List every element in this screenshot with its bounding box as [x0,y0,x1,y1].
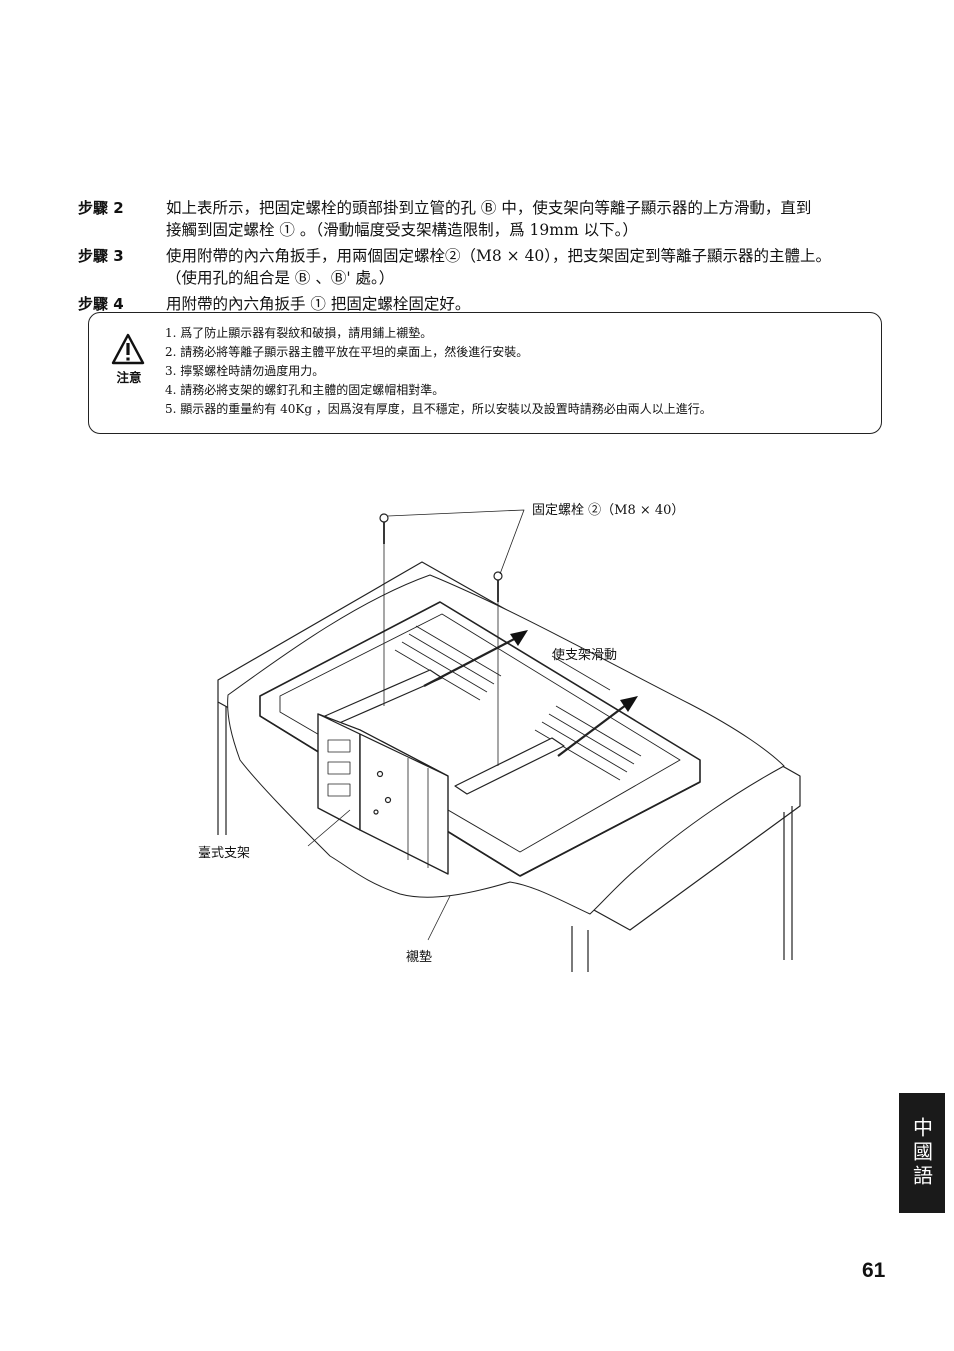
stand-callout: 臺式支架 [198,846,251,861]
slide-callout: 使支架滑動 [552,648,618,663]
step-2: 步驟 2 如上表所示，把固定螺栓的頭部掛到立管的孔 Ⓑ 中，使支架向等離子顯示器… [78,197,898,241]
step-line: 如上表所示，把固定螺栓的頭部掛到立管的孔 Ⓑ 中，使支架向等離子顯示器的上方滑動… [166,199,812,217]
step-label: 步驟 4 [78,295,124,313]
step-3: 步驟 3 使用附帶的內六角扳手，用兩個固定螺栓②（M8 × 40），把支架固定到… [78,245,898,289]
caution-item: 5. 顯示器的重量約有 40Kg ，因爲沒有厚度，且不穩定，所以安裝以及設置時請… [165,402,712,416]
installation-figure: 固定螺栓 ②（M8 × 40） 使支架滑動 臺式支架 襯墊 [180,490,820,980]
step-label: 步驟 3 [78,247,124,265]
pad-callout: 襯墊 [406,950,433,965]
language-tab-label: 中國語 [909,1117,934,1189]
caution-item: 1. 爲了防止顯示器有裂紋和破損，請用鋪上襯墊。 [165,326,433,340]
page-number: 61 [862,1259,886,1282]
step-4: 步驟 4 用附帶的內六角扳手 ① 把固定螺栓固定好。 [78,293,898,315]
step-line: 使用附帶的內六角扳手，用兩個固定螺栓②（M8 × 40），把支架固定到等離子顯示… [166,247,832,265]
caution-item: 2. 請務必將等離子顯示器主體平放在平坦的桌面上，然後進行安裝。 [165,345,529,359]
language-tab: 中國語 [899,1093,945,1213]
step-label: 步驟 2 [78,199,124,217]
step-text: 如上表所示，把固定螺栓的頭部掛到立管的孔 Ⓑ 中，使支架向等離子顯示器的上方滑動… [166,197,898,241]
steps-section: 步驟 2 如上表所示，把固定螺栓的頭部掛到立管的孔 Ⓑ 中，使支架向等離子顯示器… [78,197,898,319]
warning-icon [111,333,145,365]
step-line: 用附帶的內六角扳手 ① 把固定螺栓固定好。 [166,295,471,313]
caution-item: 4. 請務必將支架的螺釘孔和主體的固定螺帽相對準。 [165,383,445,397]
caution-list: 1. 爲了防止顯示器有裂紋和破損，請用鋪上襯墊。 2. 請務必將等離子顯示器主體… [165,324,712,419]
step-text: 用附帶的內六角扳手 ① 把固定螺栓固定好。 [166,293,898,315]
installation-illustration [217,509,801,972]
step-text: 使用附帶的內六角扳手，用兩個固定螺栓②（M8 × 40），把支架固定到等離子顯示… [166,245,898,289]
caution-item: 3. 擰緊螺栓時請勿過度用力。 [165,364,325,378]
bolt-callout: 固定螺栓 ②（M8 × 40） [532,503,685,518]
step-line: 接觸到固定螺栓 ① 。（滑動幅度受支架構造限制，爲 19mm 以下。） [166,221,638,239]
caution-label: 注意 [116,370,142,385]
caution-box: 注意 1. 爲了防止顯示器有裂紋和破損，請用鋪上襯墊。 2. 請務必將等離子顯示… [88,312,882,434]
step-line: （使用孔的組合是 Ⓑ 、Ⓑ' 處。） [166,269,395,287]
